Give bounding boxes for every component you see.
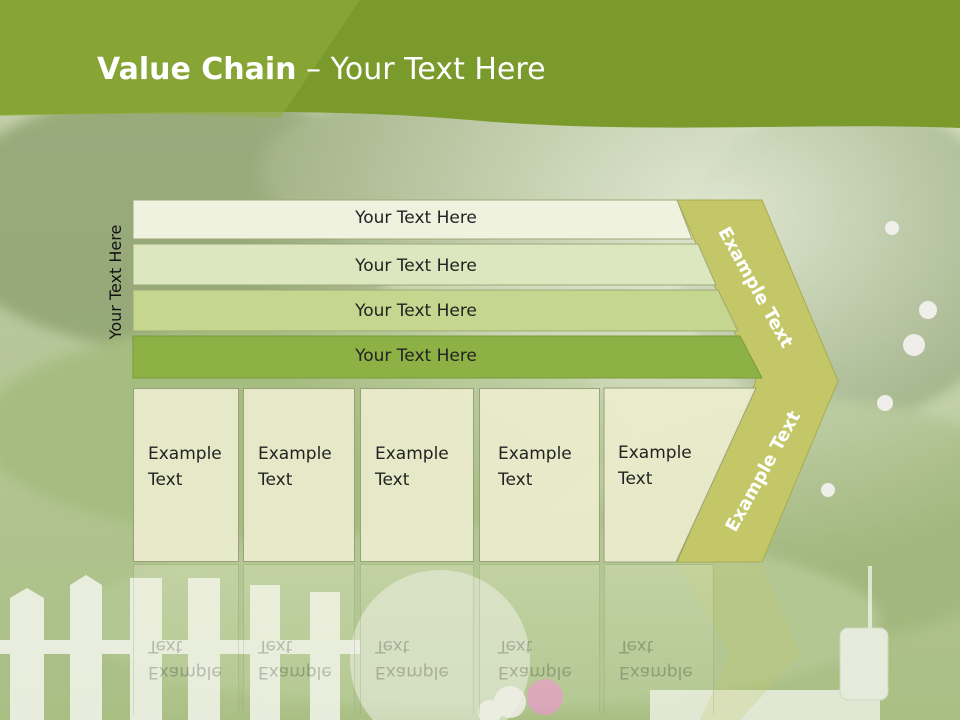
- row-bar-3: [132, 289, 739, 332]
- slide-title: Value Chain – Your Text Here: [97, 52, 546, 87]
- box-5-line2: Text: [618, 469, 653, 489]
- box-2-reflection: Example Text: [243, 564, 355, 714]
- title-rest: – Your Text Here: [296, 52, 546, 87]
- box-5-refl-line2: Text: [619, 636, 654, 656]
- chevron-reflection: [677, 564, 800, 720]
- row-bar-1: [132, 199, 693, 240]
- box-1-reflection: Example Text: [133, 564, 239, 714]
- box-1-line1: Example: [148, 444, 222, 464]
- box-3-reflection: Example Text: [360, 564, 474, 714]
- row-label-1: Your Text Here: [355, 208, 477, 228]
- box-2-refl-line2: Text: [258, 636, 293, 656]
- row-bar-2: [132, 243, 717, 286]
- box-1-refl-line2: Text: [148, 636, 183, 656]
- box-2-line1: Example: [258, 444, 332, 464]
- box-2-refl-line1: Example: [258, 662, 332, 682]
- title-bold: Value Chain: [97, 52, 297, 87]
- box-5-line1: Example: [618, 443, 692, 463]
- box-2-line2: Text: [258, 470, 293, 490]
- box-5-shape: [603, 387, 757, 563]
- row-bar-4: [132, 335, 763, 379]
- box-5-reflection: Example Text: [604, 564, 714, 714]
- box-4-reflection: Example Text: [479, 564, 600, 714]
- box-4-line1: Example: [498, 444, 572, 464]
- row-label-3: Your Text Here: [355, 301, 477, 321]
- box-4-refl-line2: Text: [498, 636, 533, 656]
- box-3-line1: Example: [375, 444, 449, 464]
- box-3-refl-line1: Example: [375, 662, 449, 682]
- row-label-2: Your Text Here: [355, 256, 477, 276]
- box-3-line2: Text: [375, 470, 410, 490]
- box-4-line2: Text: [498, 470, 533, 490]
- box-5-refl-line1: Example: [619, 662, 693, 682]
- box-4-refl-line1: Example: [498, 662, 572, 682]
- box-1-line2: Text: [148, 470, 183, 490]
- row-label-4: Your Text Here: [355, 346, 477, 366]
- box-3-refl-line2: Text: [375, 636, 410, 656]
- box-1-refl-line1: Example: [148, 662, 222, 682]
